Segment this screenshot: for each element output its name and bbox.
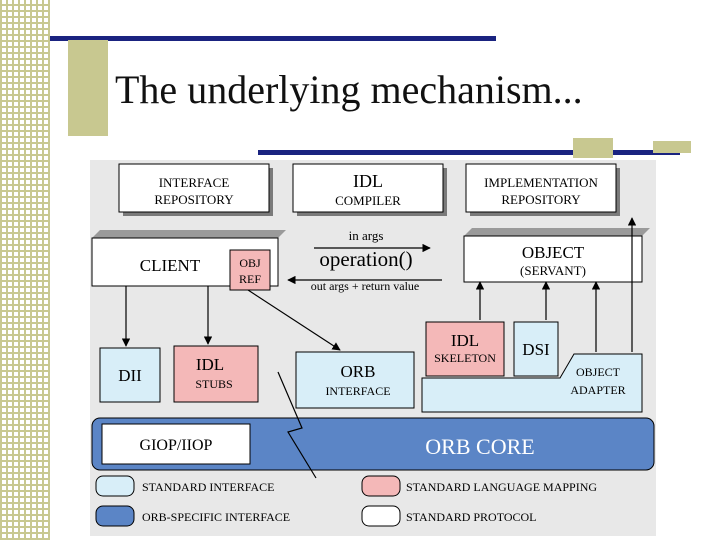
implementation-repository-line2: REPOSITORY [501,192,581,207]
in-args-label: in args [349,228,384,243]
dsi-box [513,321,559,377]
idl-compiler-box: IDL COMPILER [292,163,447,216]
interface-repository-line2: REPOSITORY [154,192,234,207]
obj-ref-line1: OBJ [239,256,261,270]
servant-label: (SERVANT) [520,263,586,278]
object-adapter-line1: OBJECT [576,365,621,379]
idl-compiler-line2: COMPILER [335,193,401,208]
implementation-repository-box: IMPLEMENTATION REPOSITORY [465,163,620,216]
arrow-objref-orb [247,289,341,351]
idl-stubs-box [173,345,259,403]
legend-label-standard-interface: STANDARD INTERFACE [142,480,275,494]
object-adapter-line2: ADAPTER [570,383,625,397]
implementation-repository-line1: IMPLEMENTATION [484,175,598,190]
giop-iiop-label: GIOP/IIOP [140,437,213,454]
side-block-right-2 [653,141,691,153]
lightning-connector [277,371,317,479]
accent-bar-top [50,36,496,41]
dii-box [99,347,161,403]
idl-skeleton-line2: SKELETON [434,351,496,365]
side-block [68,40,108,136]
legend-label-language-mapping: STANDARD LANGUAGE MAPPING [406,480,597,494]
orb-core-label: ORB CORE [425,434,534,459]
idl-stubs-line1: IDL [196,355,224,374]
legend-label-standard-protocol: STANDARD PROTOCOL [406,510,537,524]
out-args-label: out args + return value [311,279,420,293]
object-label: OBJECT [522,243,585,262]
legend-swatch-orb-specific [95,505,135,527]
interface-repository-line1: INTERFACE [159,175,230,190]
corba-diagram: INTERFACE REPOSITORY IDL COMPILER IMPLEM… [90,160,656,536]
operation-label: operation() [319,247,412,271]
idl-skeleton-box [425,321,505,377]
client-box: CLIENT OBJ REF [91,230,286,291]
accent-bar-bottom [258,150,680,155]
giop-iiop-box [101,423,251,465]
orb-interface-box [295,351,415,409]
legend-swatch-language-mapping [361,475,401,497]
dii-label: DII [118,366,142,385]
orb-interface-line1: ORB [341,362,376,381]
dsi-label: DSI [522,340,550,359]
legend-swatch-standard-protocol [361,505,401,527]
object-box: OBJECT (SERVANT) [463,228,650,283]
idl-compiler-line1: IDL [353,171,383,191]
interface-repository-box: INTERFACE REPOSITORY [118,163,273,216]
object-adapter-box [421,353,643,413]
obj-ref-line2: REF [239,272,261,286]
client-label: CLIENT [140,256,201,275]
obj-ref-box [229,249,271,291]
striped-border [0,0,50,540]
legend-swatch-standard-interface [95,475,135,497]
legend-label-orb-specific: ORB-SPECIFIC INTERFACE [142,510,290,524]
side-block-right [573,138,613,158]
idl-skeleton-line1: IDL [451,331,479,350]
idl-stubs-line2: STUBS [195,377,232,391]
orb-interface-line2: INTERFACE [325,384,390,398]
legend: STANDARD INTERFACE STANDARD LANGUAGE MAP… [95,475,597,527]
slide-title: The underlying mechanism... [115,67,583,112]
